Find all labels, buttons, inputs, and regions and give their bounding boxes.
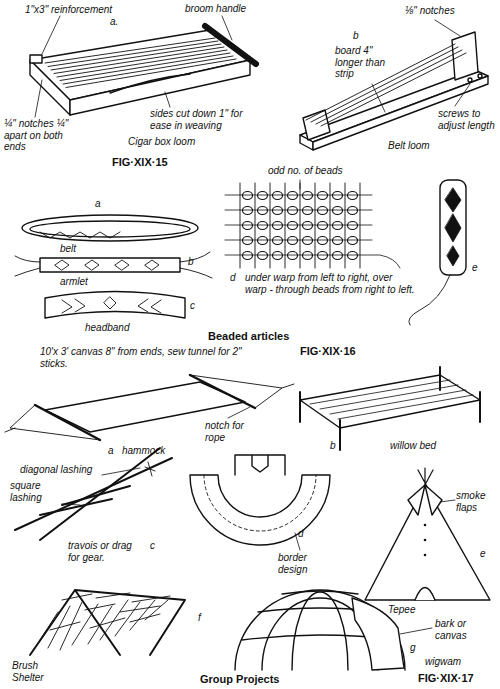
- figure-title: Tepee: [388, 604, 415, 616]
- instruction-note: under warp from left to right, over warp…: [245, 272, 415, 295]
- note: odd no. of beads: [268, 165, 343, 177]
- figure-number: FIG·XIX·15: [112, 156, 168, 169]
- part-label: broom handle: [185, 3, 246, 15]
- part-label: headband: [85, 322, 130, 334]
- figure-letter: a.: [110, 16, 118, 28]
- figure-letter: a: [108, 445, 114, 457]
- figure-number: FIG·XIX·17: [418, 672, 474, 685]
- figure-letter: f: [198, 612, 201, 624]
- figure-number: FIG·XIX·16: [300, 345, 356, 358]
- part-label: diagonal lashing: [20, 464, 92, 476]
- figure-letter: b: [330, 440, 336, 452]
- figure-letter: e: [480, 548, 486, 560]
- figure-title: willow bed: [390, 440, 436, 452]
- part-label: 1"x3" reinforcement: [25, 4, 112, 16]
- figure-letter: d: [298, 528, 304, 540]
- dimension-note: ⅛" notches: [405, 5, 455, 17]
- beaded-bands: [15, 215, 212, 318]
- part-label: belt: [60, 243, 76, 255]
- tepee: [365, 468, 490, 600]
- instruction-note: 10'x 3' canvas 8" from ends, sew tunnel …: [40, 346, 245, 369]
- figure-title: Brush Shelter: [12, 660, 60, 683]
- hammock: [5, 375, 294, 440]
- figure-letter: c: [190, 300, 195, 312]
- wigwam: [235, 590, 432, 670]
- figure-letter: b: [188, 256, 194, 268]
- bead-weaving: [225, 180, 466, 325]
- figure-title: Cigar box loom: [128, 136, 195, 148]
- willow-bed: [300, 367, 480, 450]
- figure-letter: d: [230, 272, 236, 284]
- dimension-note: ¼" notches ¼" apart on both ends: [4, 118, 84, 153]
- figure-title: hammock: [122, 445, 165, 457]
- section-title: Group Projects: [200, 673, 279, 686]
- part-label: armlet: [60, 276, 88, 288]
- figure-title: travois or drag for gear.: [68, 540, 146, 563]
- part-label: smoke flaps: [456, 490, 496, 513]
- note: screws to adjust length: [438, 108, 496, 131]
- figure-letter: a: [95, 198, 101, 210]
- part-label: border design: [278, 552, 338, 575]
- figure-letter: e: [472, 262, 478, 274]
- figure-title: wigwam: [425, 656, 461, 668]
- figure-title: Belt loom: [388, 140, 430, 152]
- part-label: bark or canvas: [435, 618, 493, 641]
- border-design: [190, 455, 330, 550]
- section-title: Beaded articles: [208, 330, 289, 343]
- figure-letter: g: [410, 642, 416, 654]
- brush-shelter: [30, 590, 185, 655]
- part-label: square lashing: [10, 480, 58, 503]
- note: sides cut down 1" for ease in weaving: [150, 108, 260, 131]
- figure-letter: b: [353, 30, 359, 42]
- note: notch for rope: [205, 420, 250, 443]
- cigar-box-loom: [30, 16, 256, 117]
- figure-letter: c: [150, 540, 155, 552]
- dimension-note: board 4" longer than strip: [335, 45, 400, 80]
